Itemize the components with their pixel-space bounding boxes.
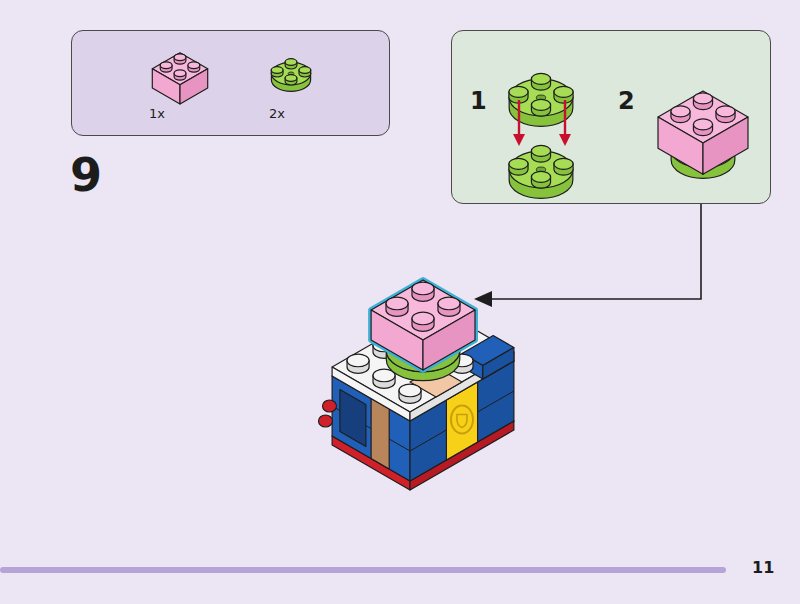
- door-panel: [340, 390, 366, 447]
- emblem-ring: [451, 406, 473, 434]
- leader-line: [490, 204, 701, 299]
- stud-top: [160, 62, 172, 69]
- part-count: 1x: [149, 107, 165, 120]
- substep-number: 2: [618, 89, 635, 113]
- brick-top: [332, 307, 514, 412]
- stud-top: [412, 282, 434, 295]
- model: [318, 280, 513, 490]
- stud-top: [693, 119, 712, 130]
- stud-top: [174, 54, 186, 61]
- stud-top: [554, 158, 573, 169]
- parts-panel: 1x 2x: [71, 30, 390, 136]
- stud-top: [693, 93, 712, 104]
- page-number: 11: [752, 560, 774, 576]
- assembly-arrow: [564, 100, 566, 136]
- stud-top: [285, 75, 297, 82]
- brick-right-face: [483, 348, 514, 380]
- page-bar: [0, 567, 726, 573]
- stud-top: [531, 73, 550, 84]
- part-count: 2x: [269, 107, 285, 120]
- stud-top: [174, 70, 186, 77]
- stud-top: [509, 158, 528, 169]
- stud-top: [671, 106, 690, 117]
- stud-top: [399, 384, 421, 397]
- selection-highlight: [371, 280, 475, 370]
- stud-top: [299, 67, 311, 74]
- hinge-clip: [322, 400, 336, 412]
- step-number: 9: [70, 152, 102, 198]
- stud-top: [188, 62, 200, 69]
- stud-top: [509, 86, 528, 97]
- hinge-clip: [318, 415, 332, 427]
- stud-top: [412, 312, 434, 325]
- stud-top: [438, 297, 460, 310]
- stud-top: [271, 67, 283, 74]
- stud-top: [554, 86, 573, 97]
- stud-top: [347, 354, 369, 367]
- tan-strip: [371, 399, 389, 470]
- stud-top: [386, 297, 408, 310]
- stud-top: [531, 145, 550, 156]
- stud-top: [531, 171, 550, 182]
- emblem-shield: [457, 415, 467, 428]
- assembly-arrow: [518, 100, 520, 136]
- substep-number: 1: [470, 89, 487, 113]
- stud-top: [531, 99, 550, 110]
- leader-arrowhead: [474, 291, 492, 307]
- stud-top: [285, 59, 297, 66]
- stud-top: [716, 106, 735, 117]
